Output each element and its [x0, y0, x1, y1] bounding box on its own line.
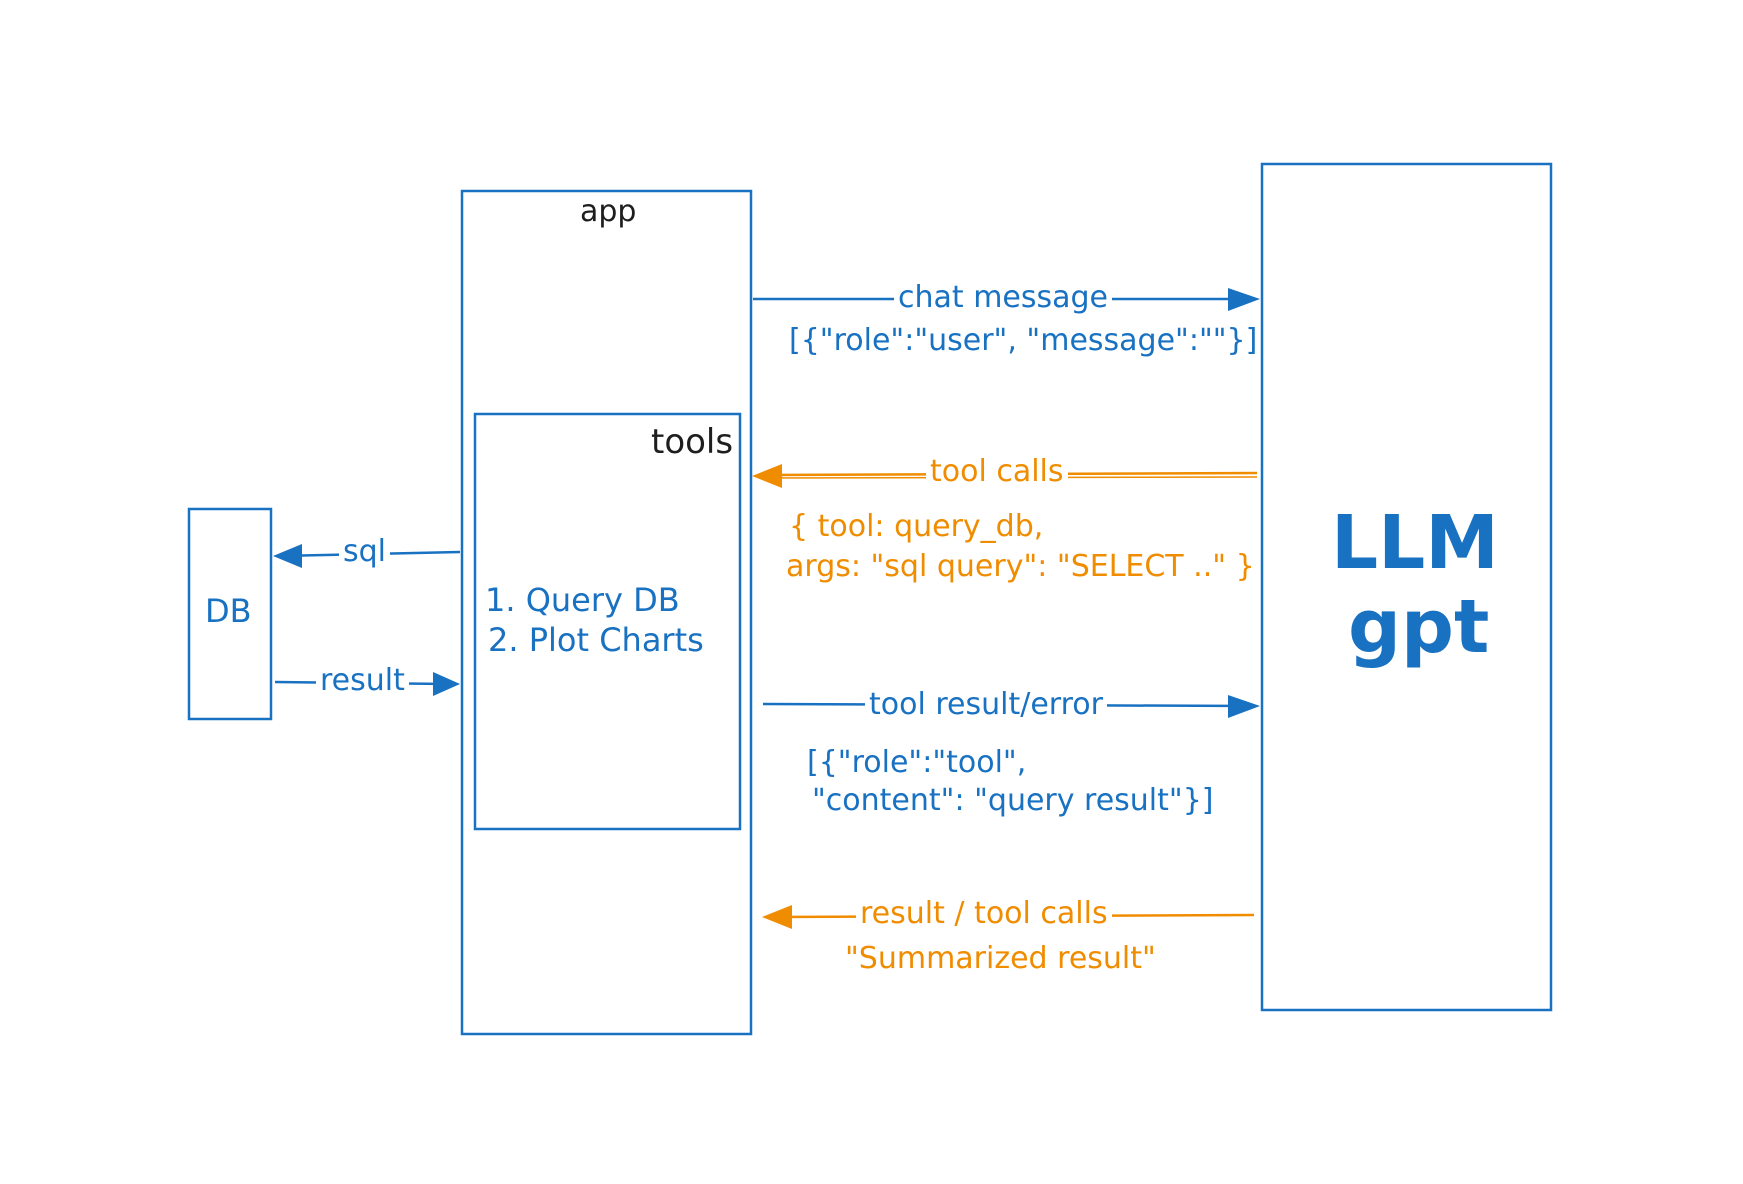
llm-label: LLM	[1331, 500, 1499, 586]
llm-model-label: gpt	[1348, 584, 1490, 670]
tools-box	[473, 412, 742, 831]
chat-message-payload: [{"role":"user", "message":""}]	[789, 323, 1258, 358]
chat-message-arrowhead	[1228, 288, 1260, 311]
result-arrowhead	[433, 672, 460, 696]
tool-result-payload-line1: [{"role":"tool",	[807, 745, 1027, 780]
summarized-result-label: "Summarized result"	[845, 941, 1156, 976]
app-label: app	[580, 194, 637, 229]
tool-result-payload-line2: "content": "query result"}]	[812, 783, 1214, 818]
result-tool-calls-arrowhead	[762, 905, 792, 929]
tool-calls-payload-line1: { tool: query_db,	[789, 509, 1044, 544]
chat-message-label: chat message	[894, 283, 1113, 313]
llm-box	[1260, 162, 1553, 1012]
db-box	[187, 507, 273, 721]
tools-label: tools	[651, 422, 734, 462]
result-label: result	[316, 666, 409, 696]
tools-item-2: 2. Plot Charts	[488, 621, 704, 659]
tool-result-arrowhead	[1228, 695, 1260, 718]
tools-item-1: 1. Query DB	[485, 581, 680, 619]
sql-label: sql	[339, 537, 391, 567]
result-tool-calls-label: result / tool calls	[856, 899, 1112, 929]
tool-calls-payload-line2: args: "sql query": "SELECT .." }	[786, 549, 1255, 584]
sql-arrowhead	[273, 544, 302, 568]
db-label: DB	[205, 592, 252, 630]
app-box	[460, 189, 753, 1036]
tool-calls-arrowhead	[752, 464, 782, 488]
tool-result-error-label: tool result/error	[865, 690, 1107, 720]
tool-calls-label: tool calls	[926, 457, 1068, 487]
